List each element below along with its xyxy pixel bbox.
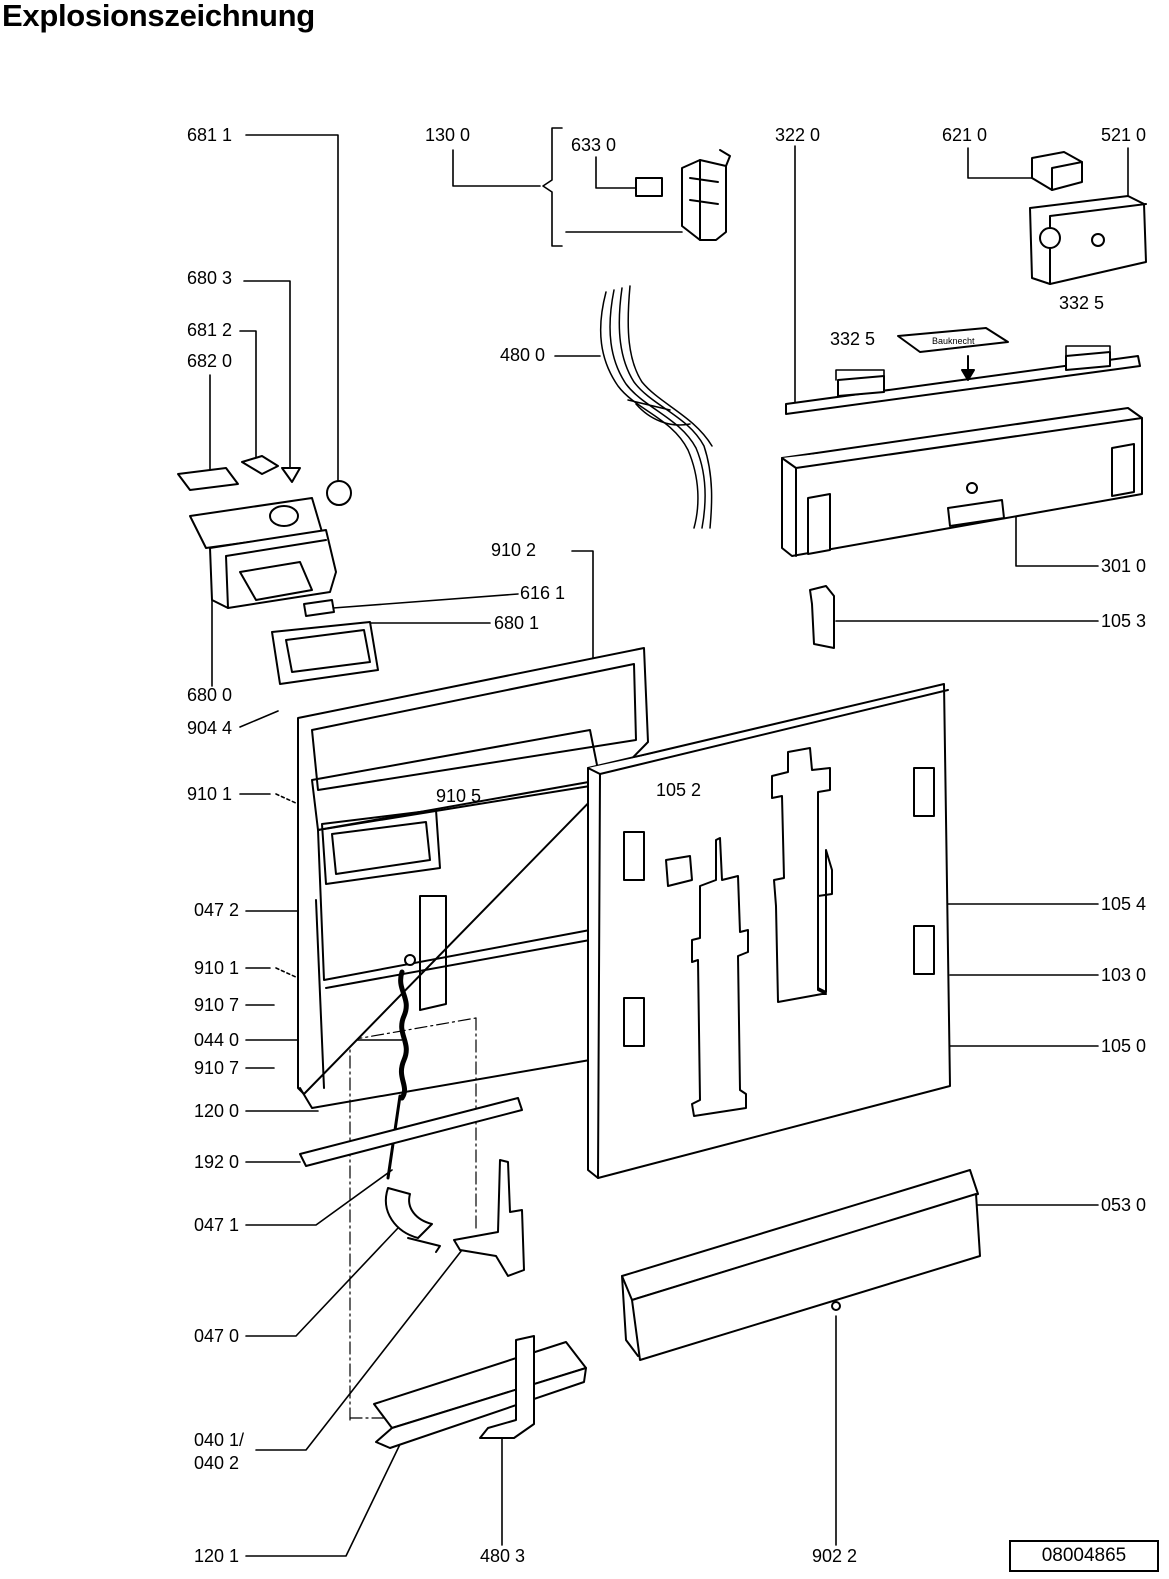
part-label: 047 0 (194, 1326, 240, 1346)
part-label: 120 0 (194, 1101, 240, 1121)
part-label: 681 1 (187, 125, 233, 145)
inner-door-frame (297, 647, 649, 1109)
part-label: 192 0 (194, 1152, 240, 1172)
part-label: 633 0 (571, 135, 617, 155)
wiring-harness (599, 285, 713, 529)
part-label: 616 1 (520, 583, 566, 603)
part-label: 682 0 (187, 351, 233, 371)
part-label: 040 2 (194, 1453, 240, 1473)
part-label: 105 4 (1101, 894, 1147, 914)
part-label: 910 1 (194, 958, 240, 978)
part-label: 904 4 (187, 718, 233, 738)
part-label: 332 5 (1059, 293, 1105, 313)
bottom-channel (621, 1169, 981, 1361)
document-number: 08004865 (1009, 1540, 1159, 1572)
side-bracket (809, 585, 835, 649)
page-title: Explosionszeichnung (2, 0, 315, 33)
seal-strip (299, 1097, 523, 1167)
part-label: 910 5 (436, 786, 482, 806)
part-label: 680 3 (187, 268, 233, 288)
part-label: 047 2 (194, 900, 240, 920)
part-label: 910 2 (491, 540, 537, 560)
part-label: 332 5 (830, 329, 876, 349)
part-label: 120 1 (194, 1546, 240, 1566)
part-label: 480 0 (500, 345, 546, 365)
part-label: 681 2 (187, 320, 233, 340)
part-label: 910 7 (194, 1058, 240, 1078)
part-label: 105 0 (1101, 1036, 1147, 1056)
dispenser-assembly (177, 455, 379, 685)
part-label: 322 0 (775, 125, 821, 145)
control-panel-fascia (781, 407, 1143, 557)
brand-mark: Bauknecht (932, 336, 975, 346)
part-label: 910 7 (194, 995, 240, 1015)
part-label: 621 0 (942, 125, 988, 145)
part-label: 040 1/ (194, 1430, 245, 1450)
part-label: 047 1 (194, 1215, 240, 1235)
control-panel-bar (785, 327, 1141, 415)
part-label: 680 0 (187, 685, 233, 705)
part-label: 680 1 (494, 613, 540, 633)
bottom-trim (373, 1335, 587, 1449)
hinge-bracket (453, 1159, 525, 1277)
part-label: 910 1 (187, 784, 233, 804)
hinge-spring (385, 954, 441, 1253)
part-label: 301 0 (1101, 556, 1147, 576)
part-label: 053 0 (1101, 1195, 1147, 1215)
part-label: 480 3 (480, 1546, 526, 1566)
part-label: 902 2 (812, 1546, 858, 1566)
part-label: 521 0 (1101, 125, 1147, 145)
control-electronics (1029, 151, 1147, 285)
part-label: 105 2 (656, 780, 702, 800)
part-label: 044 0 (194, 1030, 240, 1050)
switch-holder (635, 149, 731, 241)
part-label: 105 3 (1101, 611, 1147, 631)
part-label: 103 0 (1101, 965, 1147, 985)
part-label: 130 0 (425, 125, 471, 145)
outer-door-panel (587, 683, 951, 1179)
